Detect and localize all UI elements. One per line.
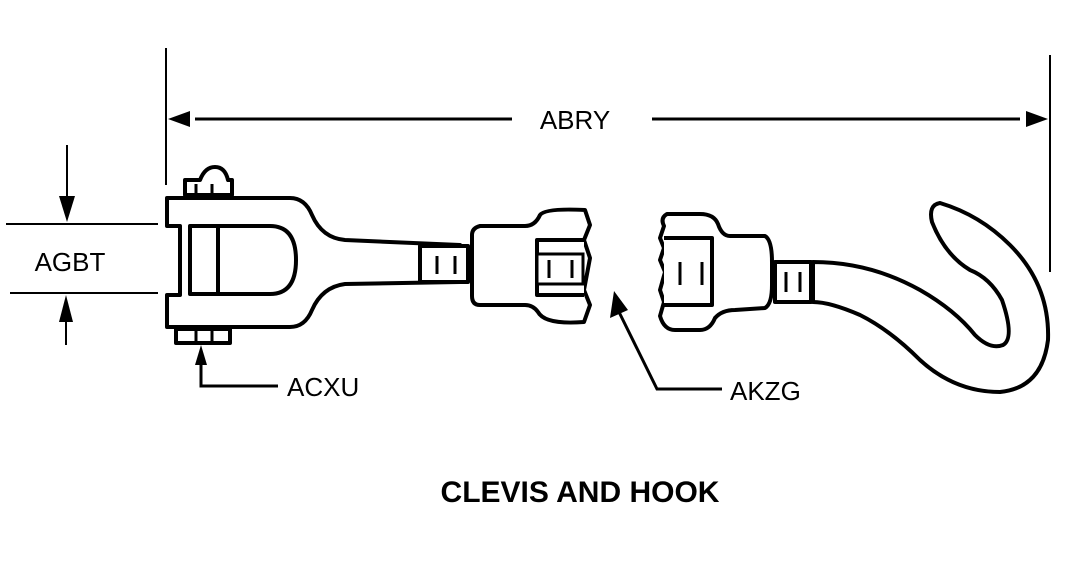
label-akzg: AKZG <box>730 376 801 406</box>
diagram-title: CLEVIS AND HOOK <box>441 476 720 509</box>
hook-connector <box>658 212 813 332</box>
clevis-connector <box>418 207 592 325</box>
hook <box>811 201 1051 394</box>
callout-akzg: AKZG <box>610 291 801 406</box>
dimension-abry: ABRY <box>165 48 1051 272</box>
arrowhead-down-icon <box>59 196 75 222</box>
dimension-agbt: AGBT <box>6 145 158 345</box>
hook-collar <box>773 260 813 304</box>
leader-line <box>617 311 722 391</box>
clevis <box>165 165 462 345</box>
label-abry: ABRY <box>540 105 610 135</box>
arrowhead-left-icon <box>168 111 190 127</box>
coupling-right-slot <box>664 236 714 307</box>
clevis-opening <box>218 224 298 296</box>
callout-arrowhead-icon <box>610 291 628 318</box>
leader-line <box>199 362 278 388</box>
callout-acxu: ACXU <box>195 345 359 402</box>
callout-arrowhead-icon <box>195 345 207 365</box>
arrowhead-right-icon <box>1026 111 1048 127</box>
arrowhead-up-icon <box>59 295 73 322</box>
label-acxu: ACXU <box>287 372 359 402</box>
clevis-pin-head <box>183 165 234 197</box>
clevis-pin-nut <box>174 327 232 345</box>
clevis-pin <box>188 224 220 296</box>
label-agbt: AGBT <box>35 247 106 277</box>
hook-body <box>811 201 1051 394</box>
collar <box>418 244 470 284</box>
